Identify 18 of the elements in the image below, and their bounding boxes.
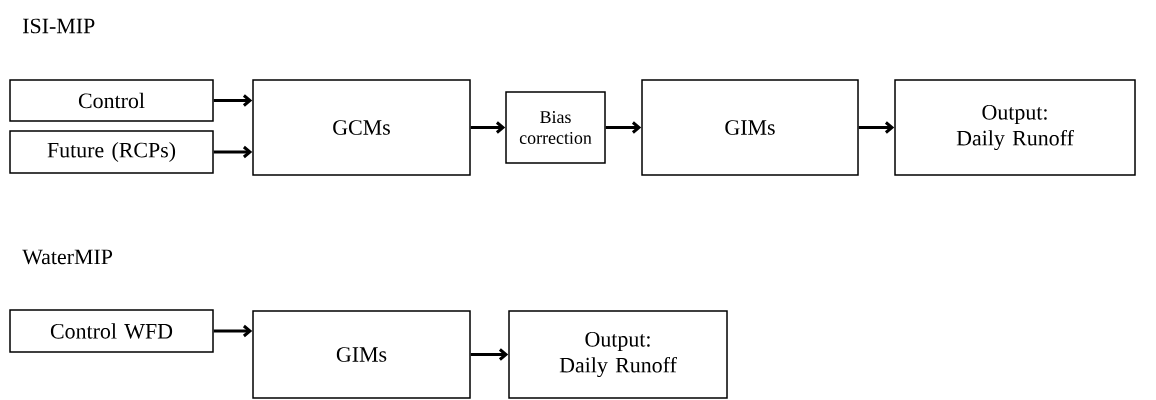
arrow	[213, 94, 253, 107]
process-box: GCMs	[252, 79, 471, 176]
section-heading: ISI-MIP	[23, 18, 95, 34]
arrow	[858, 121, 895, 134]
arrow	[470, 121, 506, 134]
section-heading: WaterMIP	[22, 249, 113, 265]
process-box: Control WFD	[9, 309, 214, 353]
arrow	[605, 121, 642, 134]
arrow	[470, 348, 509, 361]
process-box: Bias correction	[505, 91, 606, 164]
process-box: GIMs	[252, 310, 471, 399]
process-box: Output: Daily Runoff	[508, 310, 728, 399]
process-box: Control	[9, 79, 214, 122]
arrow	[213, 324, 253, 338]
process-box: Output: Daily Runoff	[894, 79, 1136, 176]
arrow	[213, 145, 253, 159]
process-box: GIMs	[641, 79, 859, 176]
process-box: Future (RCPs)	[9, 130, 214, 174]
